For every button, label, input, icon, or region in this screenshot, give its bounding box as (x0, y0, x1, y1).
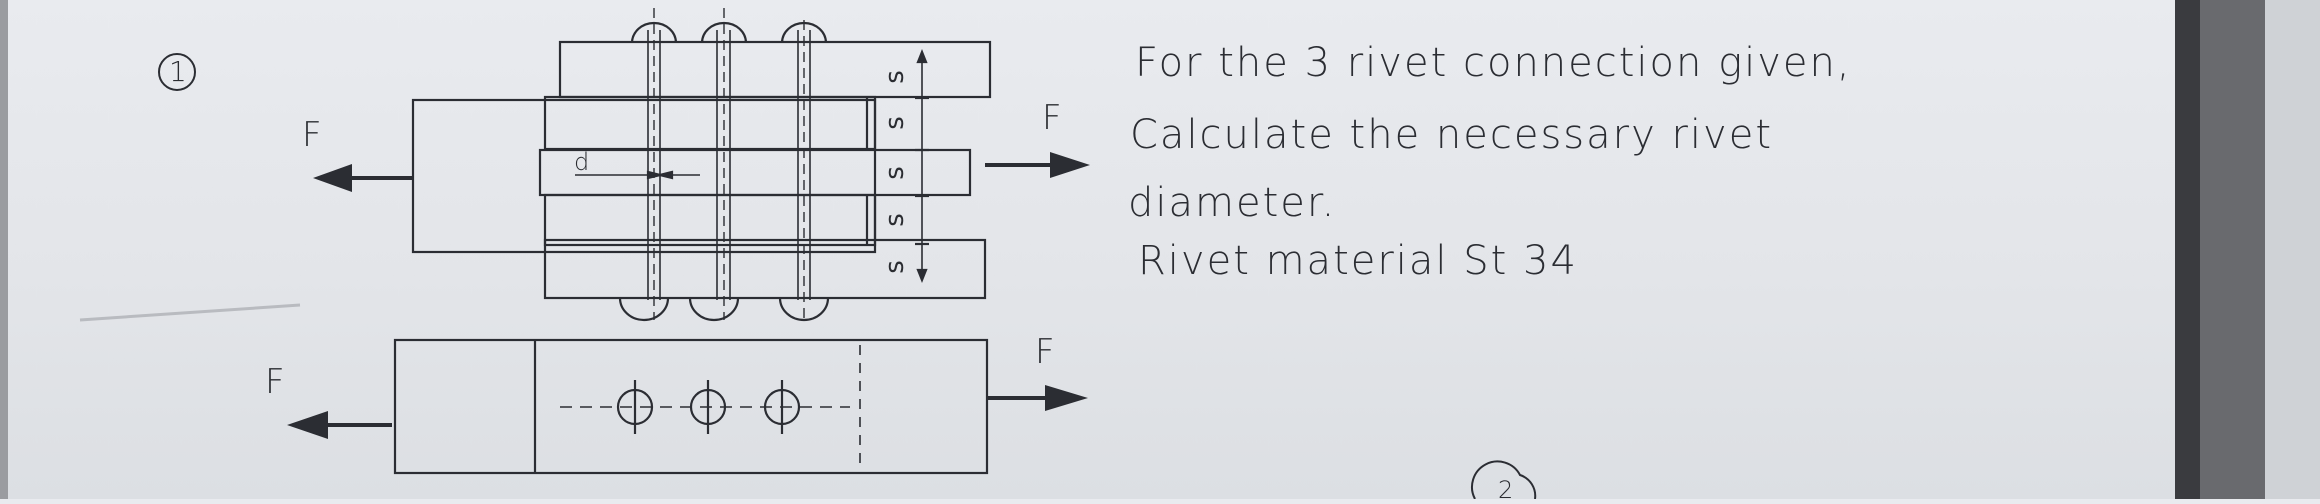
spacing-label-1: s (879, 70, 910, 84)
force-label-top-right: F (1042, 98, 1062, 138)
page-edge-speckle (2200, 0, 2270, 499)
problem-number-circle (158, 53, 196, 91)
force-arrow-left-top (313, 164, 352, 192)
next-problem-number: 2 (1498, 476, 1514, 504)
rivet-head-top-2 (700, 21, 748, 44)
force-label-top-left: F (302, 115, 322, 155)
force-arrow-right-side (1045, 385, 1088, 411)
left-edge (0, 0, 8, 499)
force-arrows-top (313, 152, 1090, 192)
force-arrow-right-top (1050, 152, 1090, 178)
pencil-smudge (79, 303, 301, 322)
problem-text-line-2: Calculate the necessary rivet (1130, 112, 1773, 158)
rivet-head-top-3 (780, 21, 828, 44)
outer-plate-bottom (543, 238, 987, 300)
spacing-label-3: s (879, 166, 910, 180)
main-plate (411, 98, 877, 254)
spacing-label-2: s (879, 116, 910, 130)
side-view-drawing (393, 338, 989, 475)
rivet-head-bottom-2 (688, 297, 740, 322)
problem-text-line-4: Rivet material St 34 (1138, 238, 1578, 284)
right-margin (2265, 0, 2320, 499)
force-arrow-left-side (287, 411, 328, 439)
problem-number: 1 (169, 55, 187, 88)
rivet-head-bottom-3 (778, 297, 830, 322)
spacing-label-4: s (879, 213, 910, 227)
rivet-head-top-1 (630, 21, 678, 44)
problem-text-line-1: For the 3 rivet connection given, (1135, 40, 1852, 86)
outer-plate-top (558, 40, 992, 99)
spacing-label-5: s (879, 260, 910, 274)
problem-text-line-3: diameter. (1128, 180, 1337, 226)
rivet-shanks (647, 30, 811, 300)
side-plate (393, 338, 989, 475)
rivet-head-bottom-1 (618, 297, 670, 322)
force-label-side-right: F (1035, 332, 1055, 372)
force-label-side-left: F (265, 362, 285, 402)
diameter-label: d (574, 148, 590, 176)
top-view-drawing (411, 8, 992, 322)
middle-plate-lower (543, 193, 877, 247)
force-arrows-side (287, 385, 1088, 439)
next-problem-circle (1471, 460, 1537, 499)
middle-plate-upper (543, 95, 877, 151)
